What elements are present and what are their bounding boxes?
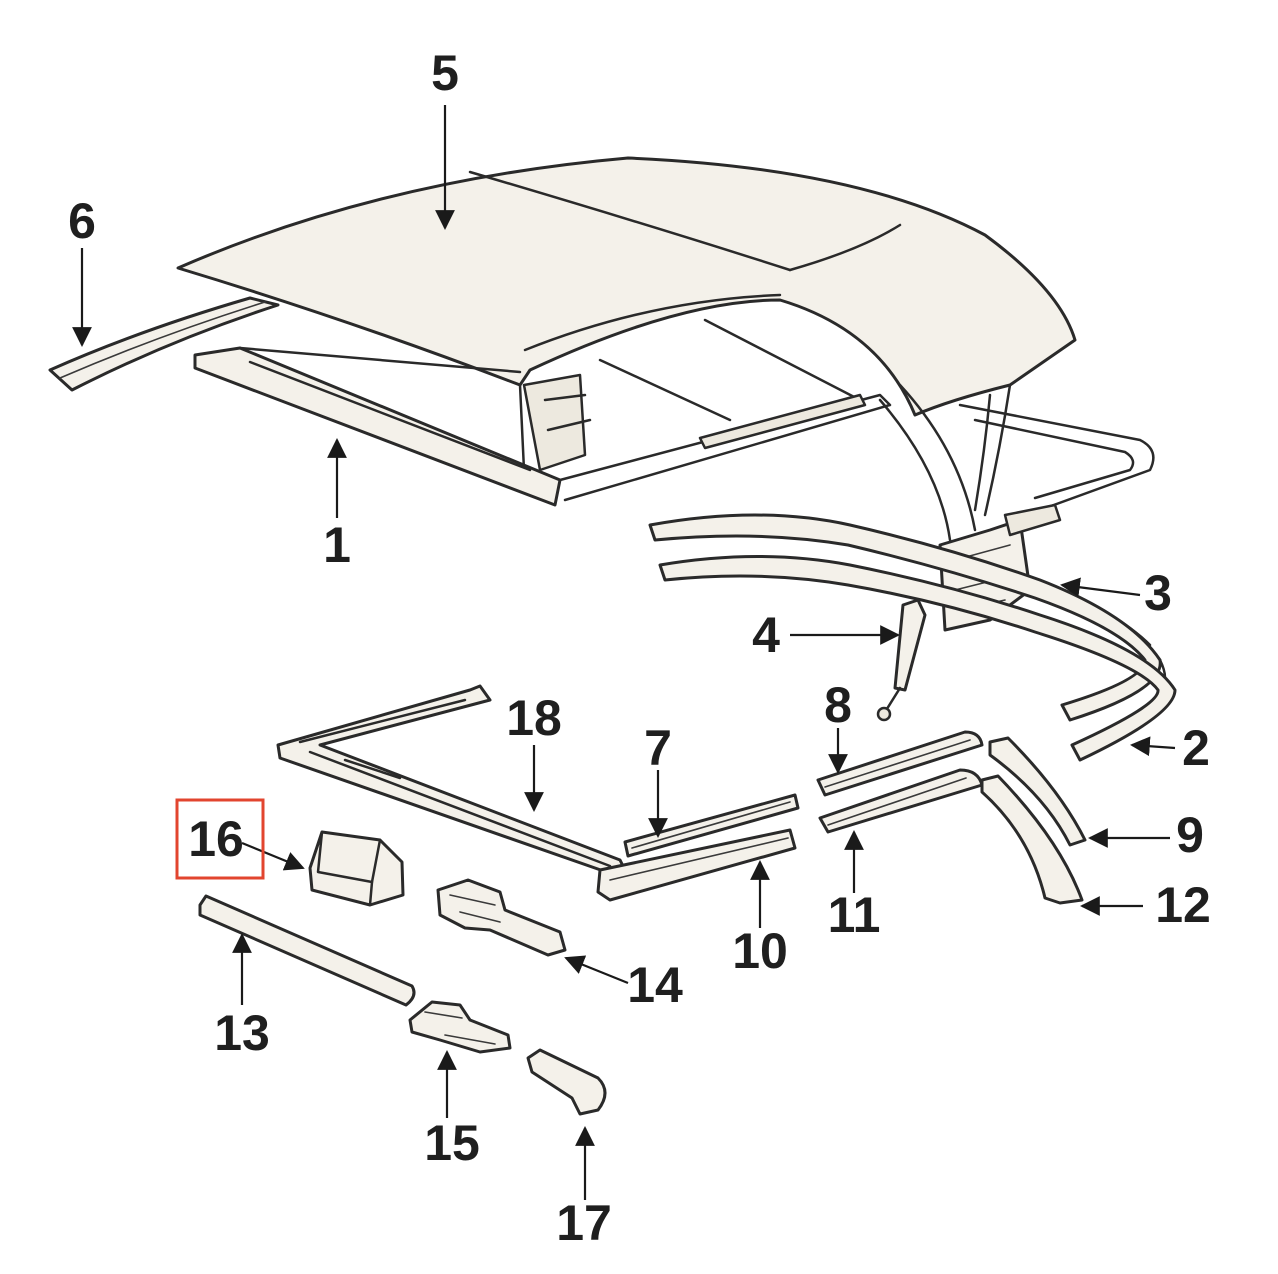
callout-13[interactable]: 13	[214, 1005, 270, 1061]
part-soft-top-cover	[176, 156, 1077, 472]
leader-lines	[72, 105, 1176, 1200]
callout-16[interactable]: 16	[188, 811, 244, 867]
callout-9[interactable]: 9	[1176, 807, 1204, 863]
callout-3[interactable]: 3	[1144, 565, 1172, 621]
part-guide-plate	[408, 1000, 512, 1054]
part-side-window-frame	[276, 684, 632, 882]
part-channel-rod	[198, 894, 416, 1007]
callout-8[interactable]: 8	[824, 677, 852, 733]
callout-5[interactable]: 5	[431, 45, 459, 101]
callout-10[interactable]: 10	[732, 923, 788, 979]
part-lower-side-seal-10	[596, 828, 797, 902]
part-corner-seal-9	[988, 736, 1087, 847]
callout-7[interactable]: 7	[644, 720, 672, 776]
part-rear-frame-bows	[878, 383, 1167, 692]
part-front-frame	[193, 318, 892, 507]
part-upper-side-seal-7	[623, 793, 800, 858]
part-latch-bracket	[436, 878, 567, 957]
callout-12[interactable]: 12	[1155, 877, 1211, 933]
callout-4[interactable]: 4	[752, 607, 780, 663]
callout-6[interactable]: 6	[68, 193, 96, 249]
part-end-cap	[526, 1048, 607, 1116]
callout-11[interactable]: 11	[828, 887, 881, 943]
part-front-trim-strip	[48, 296, 280, 392]
part-rear-side-seal-8	[816, 730, 984, 797]
callout-15[interactable]: 15	[424, 1115, 480, 1171]
part-latch-housing	[308, 830, 405, 907]
callout-2[interactable]: 2	[1182, 720, 1210, 776]
callout-18[interactable]: 18	[506, 690, 562, 746]
callout-1[interactable]: 1	[323, 517, 351, 573]
callout-labels: 1 2 3 4 5 6 7 8 9 10 11 12 13 14 15 16 1…	[68, 45, 1211, 1251]
part-rear-weatherstrips	[648, 513, 1177, 762]
callout-16-highlight-box	[175, 798, 265, 880]
part-gas-strut	[876, 598, 927, 722]
callout-17[interactable]: 17	[556, 1195, 612, 1251]
part-corner-seal-12	[980, 774, 1084, 905]
callout-14[interactable]: 14	[627, 957, 683, 1013]
